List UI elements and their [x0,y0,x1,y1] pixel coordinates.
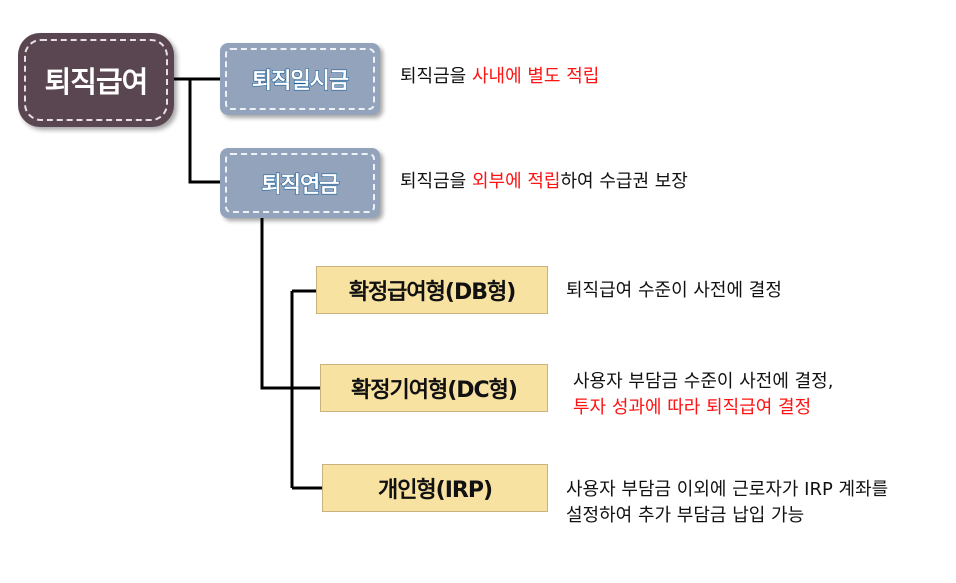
node-defined-benefit-label: 확정급여형(DB형) [348,280,517,305]
node-defined-contribution: 확정기여형(DC형) [320,364,548,412]
desc-text: 퇴직금을 [400,171,472,192]
node-lump-sum: 퇴직일시금 [220,43,380,115]
node-retirement-pension: 퇴직연금 [220,148,380,218]
desc-line: 사용자 부담금 수준이 사전에 결정, [573,371,834,392]
desc-highlight: 외부에 적립 [471,171,561,192]
desc-line: 사용자 부담금 이외에 근로자가 IRP 계좌를 [566,479,889,500]
node-irp: 개인형(IRP) [322,464,548,512]
connector-root-to-pension [188,79,222,184]
desc-text: 퇴직금을 [400,66,472,87]
desc-text: 하여 수급권 보장 [560,171,688,192]
pension-description: 퇴직금을 외부에 적립하여 수급권 보장 [400,169,688,195]
desc-highlight: 사내에 별도 적립 [471,66,600,87]
node-defined-benefit: 확정급여형(DB형) [316,266,548,314]
node-defined-contribution-label: 확정기여형(DC형) [351,378,518,403]
desc-line: 퇴직급여 수준이 사전에 결정 [566,280,782,301]
irp-description: 사용자 부담금 이외에 근로자가 IRP 계좌를 설정하여 추가 부담금 납입 … [566,477,888,529]
root-node-label: 퇴직급여 [44,65,149,99]
node-retirement-pension-label: 퇴직연금 [261,172,340,198]
node-irp-label: 개인형(IRP) [377,478,493,503]
node-lump-sum-label: 퇴직일시금 [251,68,349,94]
db-description: 퇴직급여 수준이 사전에 결정 [566,278,782,304]
connector-pension-to-dc [260,218,320,390]
root-node-retirement-benefits: 퇴직급여 [18,33,174,127]
lump-sum-description: 퇴직금을 사내에 별도 적립 [400,64,599,90]
desc-line: 설정하여 추가 부담금 납입 가능 [566,505,805,526]
dc-description: 사용자 부담금 수준이 사전에 결정, 투자 성과에 따라 퇴직급여 결정 [573,369,833,421]
desc-line-highlight: 투자 성과에 따라 퇴직급여 결정 [573,397,812,418]
